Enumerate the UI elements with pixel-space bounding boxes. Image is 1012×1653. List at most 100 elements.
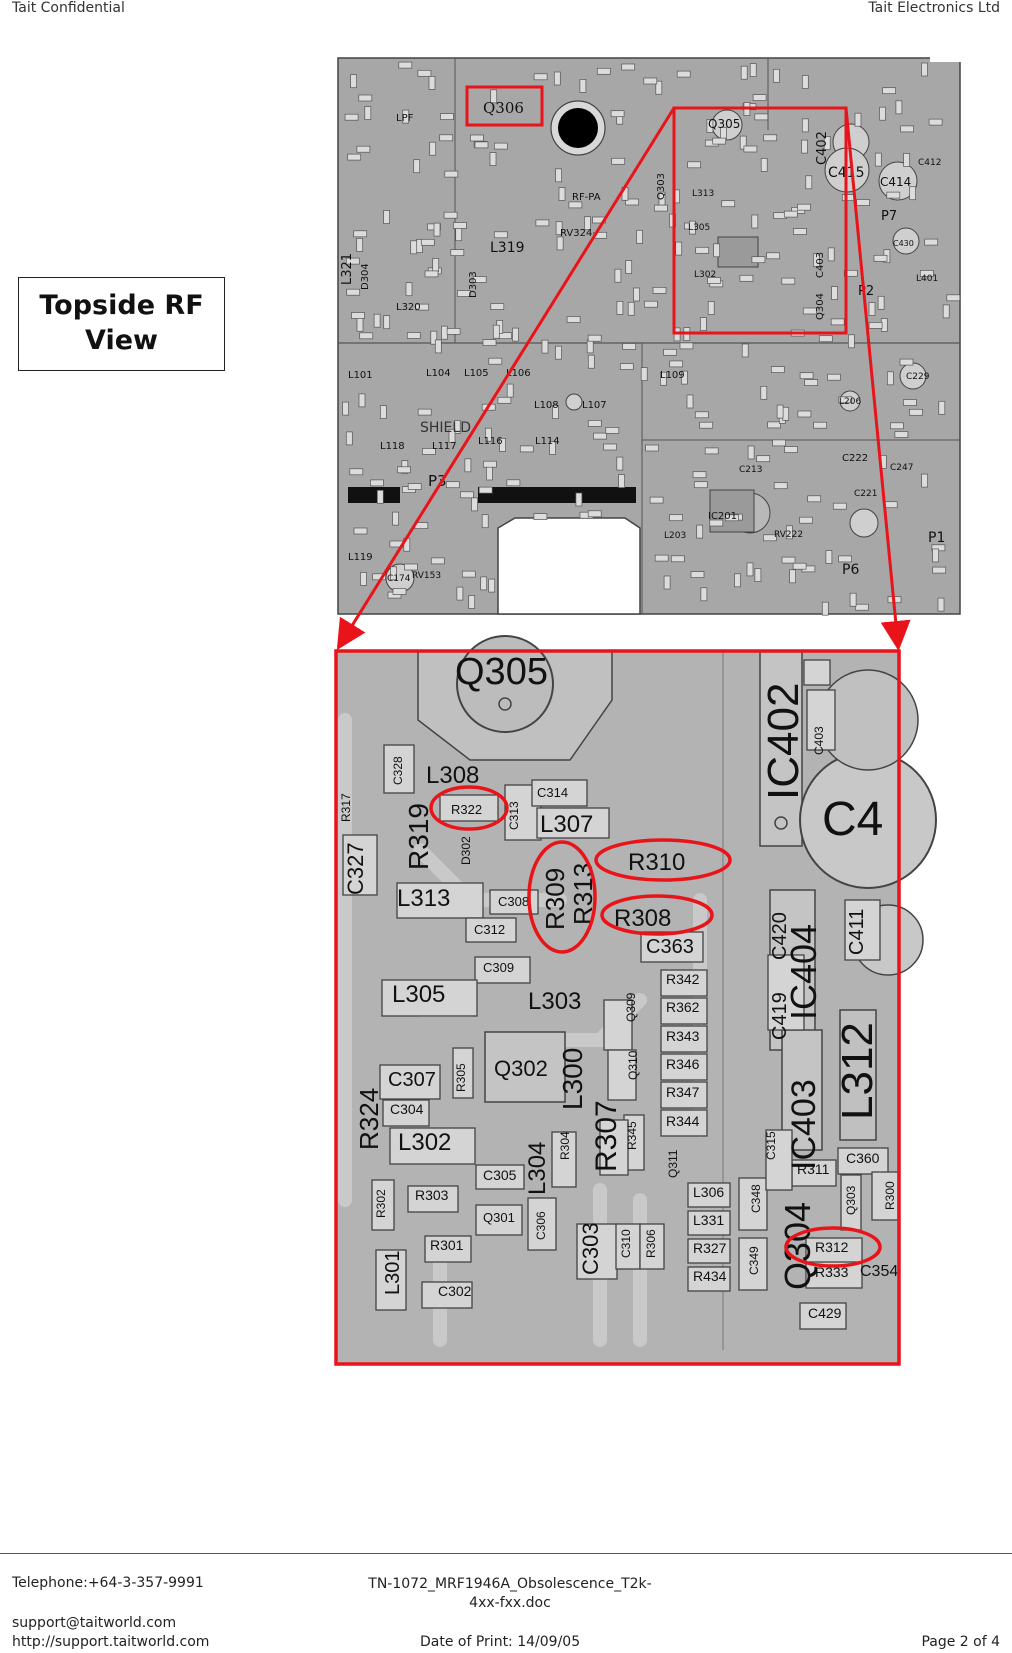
overview-smd-pad [480, 576, 488, 591]
overview-smd-pad [413, 159, 421, 174]
footer-url: http://support.taitworld.com [12, 1634, 210, 1650]
ov-label-q304: Q304 [815, 293, 826, 320]
overview-smd-pad [783, 210, 798, 218]
overview-smd-pad [556, 236, 564, 251]
zm-label-c306: C306 [534, 1211, 548, 1240]
overview-smd-pad [849, 592, 857, 607]
overview-smd-pad [358, 94, 373, 102]
overview-smd-pad [488, 357, 503, 365]
ov-label-shield: SHIELD [420, 420, 471, 436]
overview-smd-pad [919, 270, 934, 277]
overview-smd-pad [699, 421, 714, 429]
overview-smd-pad [707, 277, 721, 284]
ov-label-c174: C174 [387, 574, 411, 584]
zm-label-q302: Q302 [494, 1056, 548, 1081]
overview-smd-pad [347, 153, 362, 161]
ov-label-l401: L401 [916, 274, 938, 284]
zoom-detail: Q305 IC402 C4 C403 L308 C328 R317 R322 C… [334, 635, 937, 1366]
overview-smd-pad [832, 502, 847, 510]
ov-label-l119: L119 [348, 552, 373, 563]
overview-smd-pad [342, 401, 349, 416]
overview-smd-pad [792, 562, 807, 570]
overview-smd-pad [616, 456, 624, 471]
overview-smd-pad [552, 405, 559, 419]
zoom-component-outline [421, 1281, 473, 1309]
overview-smd-pad [868, 302, 876, 316]
zm-label-r301: R301 [430, 1237, 464, 1253]
overview-smd-pad [353, 230, 368, 238]
zoom-component-outline [660, 969, 708, 997]
zm-label-c4: C4 [822, 793, 883, 846]
overview-smd-pad [766, 252, 780, 260]
overview-smd-pad [497, 396, 512, 404]
overview-smd-pad [587, 354, 595, 369]
zoom-component-outline [342, 834, 378, 896]
overview-smd-pad [493, 142, 508, 150]
overview-smd-pad [709, 519, 724, 527]
zm-label-r344: R344 [666, 1113, 700, 1129]
zm-label-c348: C348 [749, 1184, 763, 1213]
overview-smd-pad [450, 249, 465, 256]
overview-smd-pad [482, 339, 497, 346]
overview-smd-pad [700, 587, 708, 602]
ov-label-l305: L305 [688, 223, 710, 233]
ov-label-l313: L313 [692, 189, 714, 199]
zoom-component-outline [475, 1164, 525, 1190]
overview-smd-pad [428, 76, 436, 90]
overview-smd-pad [464, 458, 472, 473]
overview-smd-pad [799, 516, 813, 524]
overview-smd-pad [486, 466, 493, 481]
overview-smd-pad [618, 474, 625, 488]
overview-smd-pad [712, 137, 727, 145]
overview-smd-pad [830, 318, 845, 326]
zm-label-r302: R302 [374, 1189, 388, 1218]
footer-divider [0, 1553, 1012, 1554]
zm-label-ic404: IC404 [783, 924, 824, 1020]
zoom-component-outline [687, 1238, 731, 1264]
zm-label-r304: R304 [558, 1131, 572, 1160]
overview-smd-pad [627, 301, 635, 316]
zm-label-r305: R305 [454, 1063, 468, 1092]
overview-smd-pad [471, 497, 478, 512]
overview-smd-pad [793, 228, 807, 235]
zoom-component-outline [536, 807, 610, 839]
overview-smd-pad [404, 563, 418, 571]
ov-label-l105: L105 [464, 368, 489, 379]
overview-smd-pad [721, 200, 736, 208]
overview-smd-pad [946, 294, 961, 302]
overview-smd-pad [675, 241, 683, 256]
overview-smd-pad [843, 269, 858, 277]
ov-label-c247: C247 [890, 463, 913, 473]
overview-smd-pad [900, 125, 914, 133]
ov-label-l203: L203 [664, 531, 686, 541]
overview-smd-pad [874, 152, 882, 167]
overview-smd-pad [593, 432, 607, 440]
overview-smd-pad [746, 562, 754, 577]
overview-smd-pad [611, 157, 626, 165]
footer-doc-line-2: 4xx-fxx.doc [469, 1595, 551, 1611]
zm-label-r333: R333 [815, 1264, 849, 1280]
zm-label-c308: C308 [498, 894, 529, 909]
ov-label-l106: L106 [506, 368, 531, 379]
zm-label-c314: C314 [537, 785, 568, 800]
footer-doc-name: TN-1072_MRF1946A_Obsolescence_T2k- 4xx-f… [350, 1575, 670, 1613]
overview-smd-pad [506, 383, 514, 398]
overview-smd-pad [752, 94, 767, 101]
topside-rf-view-callout: Topside RF View [18, 277, 225, 371]
overview-smd-pad [445, 481, 460, 489]
zm-label-r347: R347 [666, 1084, 700, 1100]
overview-smd-pad [506, 479, 521, 487]
zoom-component-outline [375, 1249, 407, 1311]
zoom-component-outline [640, 931, 704, 963]
zm-label-l301: L301 [382, 1251, 404, 1296]
overview-smd-pad [619, 363, 634, 370]
overview-smd-pad [879, 106, 886, 121]
zm-label-l300: L300 [557, 1048, 588, 1110]
overview-smd-pad [781, 277, 796, 285]
overview-smd-pad [406, 332, 421, 339]
zm-label-r362: R362 [666, 999, 700, 1015]
overview-smd-pad [402, 109, 410, 124]
overview-smd-pad [555, 168, 562, 183]
zm-label-r306: R306 [644, 1229, 658, 1258]
overview-smd-pad [417, 408, 432, 416]
